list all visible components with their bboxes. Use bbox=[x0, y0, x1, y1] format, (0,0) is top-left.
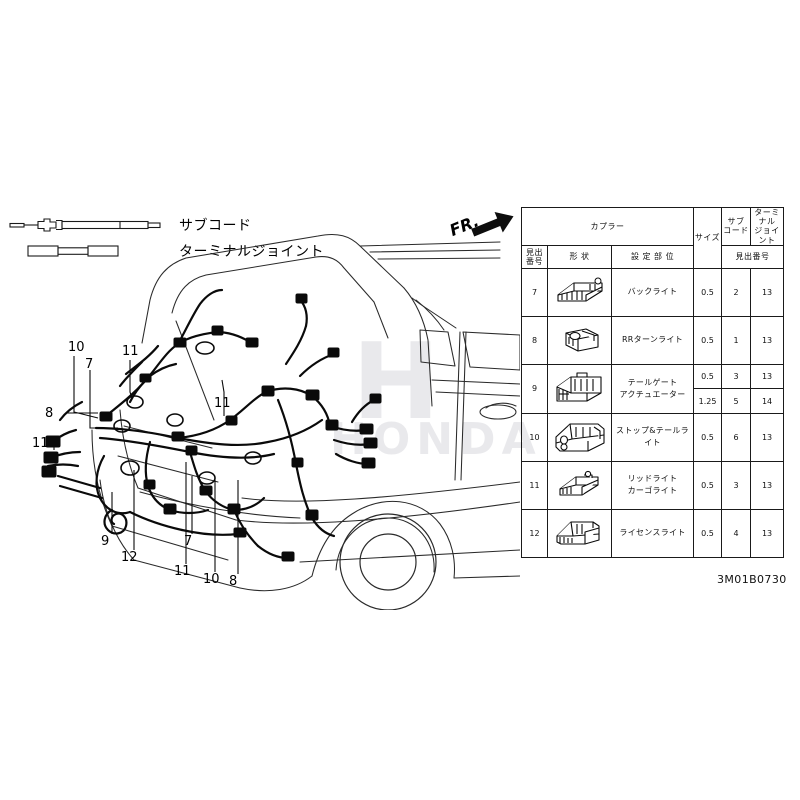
table-row: 10 ストッ bbox=[521, 412, 785, 462]
connector-table: カプラー サイズ サブ コード ターミナル ジョイント 見出 番号 形 状 設 … bbox=[520, 207, 785, 558]
row-sub-code: 6 bbox=[721, 412, 752, 462]
table-row: 8 RRターンライト 0.5 1 bbox=[521, 315, 785, 365]
callout-11-c: 11 bbox=[214, 396, 231, 411]
row-index-number: 11 bbox=[521, 460, 548, 510]
callout-10-a: 10 bbox=[68, 340, 85, 355]
table-row: 12 ライセンスライト 0 bbox=[521, 508, 785, 558]
row-sub-code: 4 bbox=[721, 508, 752, 558]
car-outline bbox=[91, 233, 521, 592]
row-size: 0.5 bbox=[693, 412, 723, 462]
header-size: サイズ bbox=[693, 207, 723, 269]
legend-label-terminal-joint: ターミナルジョイント bbox=[179, 244, 324, 260]
arrow-icon bbox=[471, 212, 514, 237]
row-index-number: 12 bbox=[521, 508, 548, 558]
row-terminal-joint: 13 bbox=[750, 412, 785, 462]
connector-6pin-angled-icon bbox=[547, 508, 612, 558]
header-shape: 形 状 bbox=[547, 244, 612, 269]
front-direction-indicator: FR. bbox=[447, 203, 532, 247]
row-size: 0.5 bbox=[693, 315, 723, 365]
row-size: 1.25 bbox=[693, 388, 723, 414]
row-part-location: バックライト bbox=[610, 267, 695, 317]
row-part-location: リッドライト カーゴライト bbox=[610, 460, 695, 510]
header-sub-code-line2: コード bbox=[723, 226, 749, 236]
connector-2pin-small-icon bbox=[547, 460, 612, 510]
legend-item-terminal-joint: ターミナルジョイント bbox=[8, 238, 324, 264]
row-terminal-joint: 13 bbox=[750, 460, 785, 510]
row-part-location: RRターンライト bbox=[610, 315, 695, 365]
wire-harness bbox=[46, 288, 376, 560]
row-terminal-joint: 13 bbox=[750, 267, 785, 317]
row-part-line1: テールゲート bbox=[627, 377, 678, 387]
row-terminal-joint: 13 bbox=[750, 315, 785, 365]
callout-10-b: 10 bbox=[203, 572, 220, 587]
connector-3pin-round-icon bbox=[547, 315, 612, 365]
callout-11-d: 11 bbox=[174, 564, 191, 579]
callout-rings bbox=[113, 341, 262, 485]
row-sub-code: 3 bbox=[721, 363, 752, 390]
header-sub-code-line1: サブ bbox=[727, 217, 745, 227]
row-index-number: 7 bbox=[521, 267, 548, 317]
callout-12-a: 12 bbox=[121, 550, 138, 565]
callout-7-b: 7 bbox=[184, 534, 193, 549]
header-terminal-joint-line2: ジョイント bbox=[754, 226, 780, 245]
header-index-number: 見出 番号 bbox=[521, 244, 548, 269]
table-row: 7 バックライト 0.5 bbox=[521, 267, 785, 317]
row-size: 0.5 bbox=[693, 267, 723, 317]
terminal-joint-symbol bbox=[8, 239, 173, 263]
connector-6pin-flat-icon bbox=[547, 267, 612, 317]
row-index-number: 9 bbox=[521, 363, 548, 414]
header-part-location: 設 定 部 位 bbox=[610, 244, 695, 269]
callout-8-b: 8 bbox=[229, 574, 238, 589]
row-terminal-joint: 13 bbox=[750, 508, 785, 558]
callout-7-a: 7 bbox=[85, 357, 94, 372]
row-size: 0.5 bbox=[693, 460, 723, 510]
row-sub-code: 2 bbox=[721, 267, 752, 317]
header-index-number-line2: 番号 bbox=[526, 256, 543, 266]
row-part-location: ライセンスライト bbox=[610, 508, 695, 558]
harness-connectors bbox=[41, 293, 382, 562]
part-number-label: 3M01B0730 bbox=[717, 573, 787, 586]
row-sub-code: 1 bbox=[721, 315, 752, 365]
row-index-number: 10 bbox=[521, 412, 548, 462]
legend-label-sub-cord: サブコード bbox=[179, 218, 252, 234]
row-index-number: 8 bbox=[521, 315, 548, 365]
table-row: 11 リッドライト bbox=[521, 460, 785, 510]
table-header-row-1: カプラー サイズ サブ コード ターミナル ジョイント bbox=[520, 207, 785, 269]
row-part-location: ストップ&テールライト bbox=[610, 412, 695, 462]
rear-wheel bbox=[339, 513, 437, 611]
row-size: 0.5 bbox=[693, 508, 723, 558]
callout-9-a: 9 bbox=[101, 534, 110, 549]
row-terminal-joint: 13 bbox=[750, 363, 785, 390]
callout-11-a: 11 bbox=[122, 344, 139, 359]
header-terminal-joint-line1: ターミナル bbox=[754, 208, 780, 227]
row-part-line1: リッドライト bbox=[627, 474, 678, 484]
sub-cord-symbol bbox=[8, 213, 173, 237]
callout-leaders bbox=[53, 356, 239, 574]
row-part-line2: アクチュエーター bbox=[619, 389, 686, 399]
row-part-location: テールゲート アクチュエーター bbox=[610, 363, 695, 414]
header-connector-group: カプラー bbox=[520, 207, 695, 246]
row-size: 0.5 bbox=[693, 363, 723, 390]
header-index-number-line1: 見出 bbox=[526, 247, 543, 257]
table-header-row-2: 見出 番号 形 状 設 定 部 位 見出番号 bbox=[521, 244, 785, 269]
row-part-line2: カーゴライト bbox=[627, 486, 678, 496]
callout-11-b: 11 bbox=[32, 436, 49, 451]
row-terminal-joint: 14 bbox=[750, 388, 785, 414]
row-sub-code: 3 bbox=[721, 460, 752, 510]
row-sub-code: 5 bbox=[721, 388, 752, 414]
header-terminal-joint: ターミナル ジョイント bbox=[750, 207, 785, 246]
connector-8pin-block-icon bbox=[547, 363, 612, 414]
header-index-number-group: 見出番号 bbox=[721, 244, 785, 269]
callout-8-a: 8 bbox=[45, 406, 54, 421]
connector-4pin-large-icon bbox=[547, 412, 612, 462]
header-sub-code: サブ コード bbox=[721, 207, 752, 246]
table-row: 9 bbox=[521, 363, 785, 414]
legend-item-sub-cord: サブコード bbox=[8, 212, 308, 238]
vehicle-harness-illustration bbox=[0, 180, 521, 611]
legend: サブコード ターミナルジョイント bbox=[8, 212, 324, 264]
